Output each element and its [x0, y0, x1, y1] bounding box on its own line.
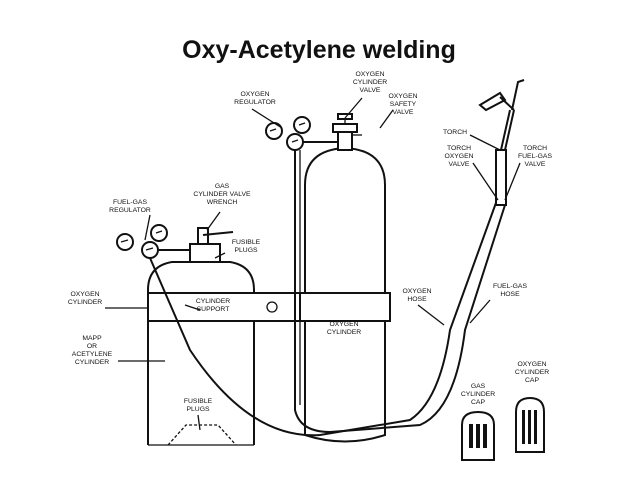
svg-text:OXYGEN: OXYGEN: [355, 71, 384, 78]
label-torch-oxygen-valve: TORCH OXYGEN VALVE: [444, 145, 473, 168]
svg-text:OXYGEN: OXYGEN: [329, 321, 358, 328]
svg-text:REGULATOR: REGULATOR: [109, 207, 151, 214]
svg-text:CYLINDER: CYLINDER: [327, 329, 361, 336]
label-oxygen-safety-valve: OXYGEN SAFETY VALVE: [388, 93, 417, 116]
svg-text:PLUGS: PLUGS: [186, 406, 210, 413]
svg-text:FUEL-GAS: FUEL-GAS: [113, 199, 147, 206]
svg-text:FUSIBLE: FUSIBLE: [184, 398, 213, 405]
label-oxygen-cylinder-cap: OXYGEN CYLINDER CAP: [515, 361, 549, 384]
hoses: [149, 150, 506, 437]
label-oxygen-cylinder-valve: OXYGEN CYLINDER VALVE: [353, 71, 387, 94]
label-cylinder-support: CYLINDER SUPPORT: [196, 298, 230, 313]
svg-text:CAP: CAP: [471, 399, 485, 406]
svg-text:FUEL-GAS: FUEL-GAS: [518, 153, 552, 160]
leader-lines: [105, 97, 521, 431]
label-oxygen-regulator: OXYGEN REGULATOR: [234, 91, 276, 106]
label-torch-fuel-gas-valve: TORCH FUEL-GAS VALVE: [518, 145, 552, 168]
svg-text:GAS: GAS: [471, 383, 486, 390]
svg-text:TORCH: TORCH: [447, 145, 471, 152]
label-mapp-acetylene: MAPP OR ACETYLENE CYLINDER: [72, 335, 113, 366]
svg-text:OXYGEN: OXYGEN: [402, 288, 431, 295]
label-oxygen-cylinder-left: OXYGEN CYLINDER: [68, 291, 102, 306]
svg-text:MAPP: MAPP: [82, 335, 102, 342]
svg-text:OXYGEN: OXYGEN: [517, 361, 546, 368]
svg-text:VALVE: VALVE: [525, 161, 546, 168]
svg-text:GAS: GAS: [215, 183, 230, 190]
page-title: Oxy-Acetylene welding: [182, 36, 456, 64]
svg-text:WRENCH: WRENCH: [207, 199, 238, 206]
svg-text:CYLINDER: CYLINDER: [515, 369, 549, 376]
svg-text:OXYGEN: OXYGEN: [444, 153, 473, 160]
gas-cylinder-cap: [461, 410, 495, 461]
svg-text:CYLINDER: CYLINDER: [353, 79, 387, 86]
svg-text:OXYGEN: OXYGEN: [70, 291, 99, 298]
svg-text:ACETYLENE: ACETYLENE: [72, 351, 113, 358]
svg-text:CYLINDER: CYLINDER: [75, 359, 109, 366]
svg-text:VALVE: VALVE: [360, 87, 381, 94]
svg-text:OR: OR: [87, 343, 97, 350]
svg-text:PLUGS: PLUGS: [234, 247, 258, 254]
svg-text:VALVE: VALVE: [393, 109, 414, 116]
label-fuel-gas-regulator: FUEL-GAS REGULATOR: [109, 199, 151, 214]
label-oxygen-hose: OXYGEN HOSE: [402, 288, 431, 303]
label-torch: TORCH: [443, 129, 467, 136]
oxygen-cylinder: [299, 113, 391, 443]
label-gas-cylinder-valve-wrench: GAS CYLINDER VALVE WRENCH: [193, 183, 251, 206]
svg-text:SUPPORT: SUPPORT: [197, 306, 230, 313]
svg-text:OXYGEN: OXYGEN: [388, 93, 417, 100]
label-gas-cylinder-cap: GAS CYLINDER CAP: [461, 383, 495, 406]
label-fuel-gas-hose: FUEL-GAS HOSE: [493, 283, 527, 298]
torch: [478, 79, 525, 206]
svg-text:FUEL-GAS: FUEL-GAS: [493, 283, 527, 290]
svg-text:VALVE: VALVE: [449, 161, 470, 168]
svg-text:TORCH: TORCH: [443, 129, 467, 136]
svg-text:REGULATOR: REGULATOR: [234, 99, 276, 106]
svg-text:CAP: CAP: [525, 377, 539, 384]
fuel-gas-regulator: [116, 224, 234, 263]
oxygen-cylinder-cap: [515, 396, 545, 453]
svg-text:CYLINDER: CYLINDER: [68, 299, 102, 306]
label-oxygen-cylinder-center: OXYGEN CYLINDER: [327, 321, 361, 336]
label-fusible-plugs-top: FUSIBLE PLUGS: [232, 239, 261, 254]
svg-text:TORCH: TORCH: [523, 145, 547, 152]
svg-text:OXYGEN: OXYGEN: [240, 91, 269, 98]
label-fusible-plugs-bottom: FUSIBLE PLUGS: [184, 398, 213, 413]
svg-text:CYLINDER: CYLINDER: [196, 298, 230, 305]
svg-text:CYLINDER VALVE: CYLINDER VALVE: [193, 191, 251, 198]
svg-text:HOSE: HOSE: [407, 296, 427, 303]
svg-text:CYLINDER: CYLINDER: [461, 391, 495, 398]
svg-text:FUSIBLE: FUSIBLE: [232, 239, 261, 246]
svg-text:SAFETY: SAFETY: [390, 101, 417, 108]
oxygen-regulator: [265, 116, 338, 151]
svg-text:HOSE: HOSE: [500, 291, 520, 298]
